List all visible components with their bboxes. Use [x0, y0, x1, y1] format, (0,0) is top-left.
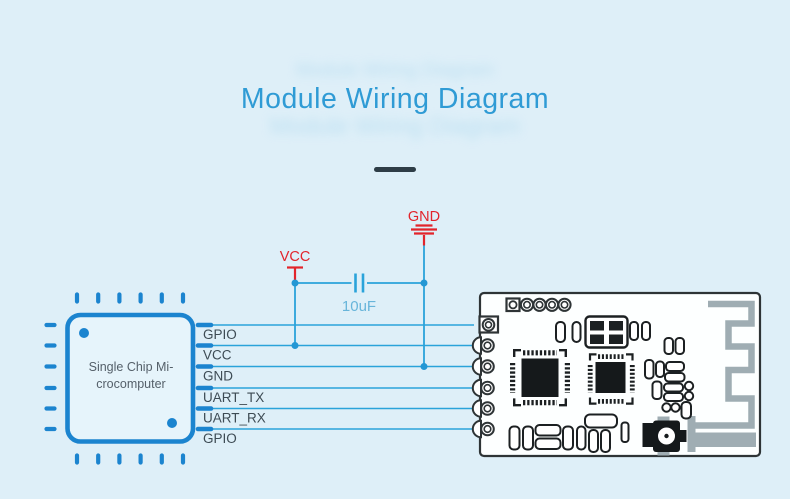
module-passives-right [644, 337, 695, 420]
capacitor-icon [354, 273, 365, 293]
junction-dots [291, 279, 428, 370]
page-title: Module Wiring Diagram [240, 83, 550, 115]
secondary-ic [587, 353, 635, 405]
power-rail: VCC GND [280, 209, 440, 370]
pcb-antenna-trace [691, 300, 755, 429]
chip-right-pins [195, 322, 214, 432]
antenna-ground-bar [687, 432, 756, 447]
wire-label-gpio-2: GPIO [203, 431, 237, 446]
chip-top-pins [74, 292, 186, 304]
rail-verticals [294, 245, 425, 367]
capacitor-value-label: 10uF [342, 298, 376, 315]
chip-body [65, 312, 196, 444]
module-top-holes [505, 297, 572, 313]
gnd-net-label: GND [408, 209, 440, 225]
crystal-oscillator [584, 315, 629, 349]
vcc-symbol [287, 266, 303, 281]
antenna-connector [642, 416, 687, 456]
gnd-symbol [411, 224, 437, 246]
vcc-net-label: VCC [280, 249, 311, 265]
wifi-module-illustration [471, 291, 762, 458]
module-left-pads [471, 315, 500, 439]
wire-label-gpio-1: GPIO [203, 327, 237, 342]
wire-lines [196, 324, 474, 430]
module-passives-top [555, 321, 651, 343]
wire-label-gnd: GND [203, 369, 233, 384]
chip-bottom-pins [74, 453, 186, 465]
chip-label-line1: Single Chip Mi- [89, 360, 174, 374]
mcu-chip-icon: Single Chip Mi- crocomputer [44, 292, 196, 465]
chip-dot-topleft [79, 328, 89, 338]
main-ic [509, 349, 571, 407]
chip-dot-bottomright [167, 418, 177, 428]
title-divider-dash [374, 167, 416, 172]
wire-label-vcc: VCC [203, 348, 232, 363]
wire-label-uart-rx: UART_RX [203, 411, 266, 426]
wire-label-uart-tx: UART_TX [203, 390, 264, 405]
chip-left-pins [44, 322, 57, 432]
module-passives-bottom [508, 413, 630, 453]
chip-label-line2: crocomputer [96, 377, 165, 391]
